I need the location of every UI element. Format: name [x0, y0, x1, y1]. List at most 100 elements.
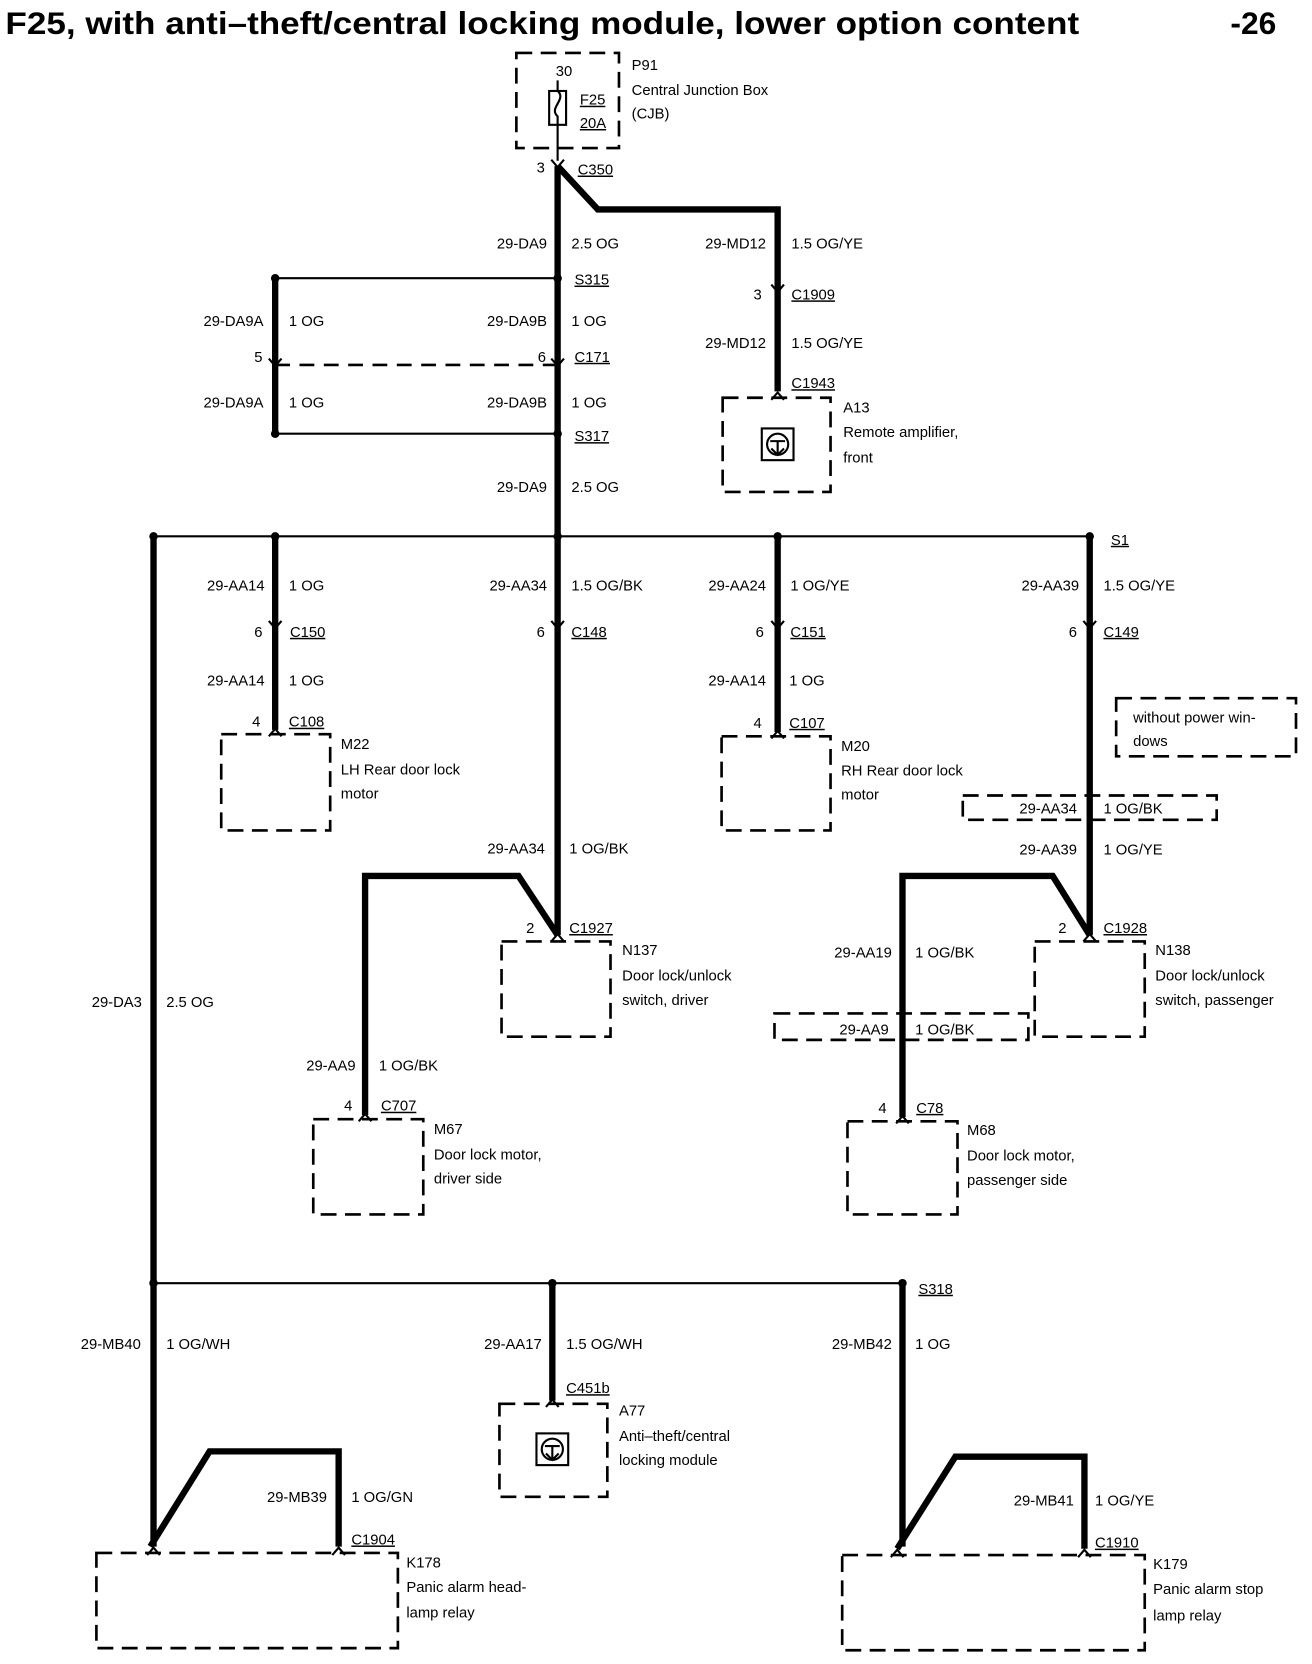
component-id: M68: [967, 1123, 996, 1139]
connector-name: C151: [790, 625, 825, 641]
fuse-element-icon: [553, 90, 562, 125]
wire-labels: 29-DA9 2.5 OG 29-MD12 1.5 OG/YE 29-DA9A …: [81, 237, 1175, 1510]
component-name: Anti–theft/central: [619, 1429, 730, 1445]
m67-outline: [311, 1117, 425, 1216]
component-name: lamp relay: [406, 1605, 475, 1621]
transistor-icon: [544, 1445, 560, 1462]
wire-spec-label: 2.5 OG: [571, 237, 619, 253]
connector-name: C150: [290, 625, 325, 641]
wire-circuit-label: 29-AA9: [306, 1059, 355, 1075]
splice-label: S1: [1111, 533, 1129, 549]
connector-pin-icon: [550, 357, 565, 368]
wire-circuit-label: 29-MB40: [81, 1337, 141, 1353]
wire-circuit-label: 29-MD12: [705, 237, 766, 253]
component-id: P91: [632, 58, 658, 74]
connector-name: C171: [575, 350, 610, 366]
wire-spec-label: 1 OG: [915, 1337, 950, 1353]
n138-outline: [1033, 940, 1147, 1039]
wire-spec-label: 1 OG: [789, 673, 824, 689]
wire-circuit-label: 29-AA39: [1022, 578, 1080, 594]
connector-pin-icon: [1082, 620, 1097, 630]
component-name: LH Rear door lock: [341, 762, 461, 778]
header: F25, with anti–theft/central locking mod…: [5, 5, 1276, 41]
wire-circuit-label: 29-AA9: [839, 1023, 888, 1039]
splice-label: S317: [575, 429, 610, 445]
connector-name: C1928: [1103, 921, 1147, 937]
wire-circuit-label: 29-MD12: [705, 336, 766, 352]
connector-pin-icon: [268, 620, 283, 630]
m20-outline: [720, 734, 832, 832]
component-labels: A13 Remote amplifier, front M22 LH Rear …: [341, 401, 1274, 1625]
connector-pin-label: 6: [756, 625, 764, 641]
connector-labels: 3 C350 5 6 C171 3 C1909 C1943 6 C150 6 C…: [252, 160, 1147, 1551]
wire-spec-label: 2.5 OG: [571, 480, 619, 496]
wire-spec-label: 1 OG/BK: [379, 1059, 438, 1075]
splice-dot: [270, 429, 280, 438]
p91-outline: [515, 51, 621, 150]
wire-circuit-label: 29-AA14: [207, 578, 265, 594]
splice-dot: [548, 1278, 557, 1288]
wire-29-mb39: [147, 1448, 342, 1549]
note-outline: [1114, 696, 1298, 758]
connector-pin-label: 4: [754, 716, 762, 732]
wire-circuit-label: 29-AA39: [1019, 843, 1077, 859]
n137-outline: [500, 940, 612, 1039]
wire-spec-label: 1.5 OG/BK: [571, 578, 643, 594]
amplifier-icon: [760, 427, 795, 462]
wire-29-aa9: [361, 872, 561, 1115]
connector-name: C108: [289, 715, 324, 731]
wire-spec-label: 1 OG/GN: [351, 1490, 413, 1506]
wire-circuit-label: 29-AA14: [708, 673, 766, 689]
wire-spec-label: 1 OG/BK: [1103, 801, 1162, 817]
wire-spec-label: 1 OG: [571, 395, 606, 411]
wire-spec-label: 1.5 OG/YE: [1103, 578, 1175, 594]
connector-name: C1927: [569, 921, 613, 937]
component-name: switch, passenger: [1155, 993, 1274, 1009]
wire-circuit-label: 29-DA9A: [203, 395, 263, 411]
wire-circuit-label: 29-DA9B: [487, 395, 547, 411]
connector-name: C1910: [1095, 1536, 1139, 1552]
connector-pin-label: 2: [526, 921, 534, 937]
fuse-rating: 20A: [580, 116, 606, 132]
component-name: passenger side: [967, 1173, 1067, 1189]
wire-circuit-label: 29-AA24: [708, 578, 766, 594]
component-name: switch, driver: [622, 993, 708, 1009]
m68-outline: [846, 1120, 959, 1216]
component-id: K179: [1153, 1557, 1188, 1573]
component-name: Door lock/unlock: [1155, 969, 1265, 985]
wire-spec-label: 1 OG/BK: [915, 945, 974, 961]
note-text: dows: [1133, 734, 1168, 750]
connector-pin-icon: [268, 357, 283, 368]
connector-name: C1909: [791, 287, 835, 303]
k179-outline: [840, 1553, 1147, 1652]
splice-dot: [1085, 532, 1094, 541]
wire-spec-label: 1 OG/YE: [1095, 1493, 1154, 1509]
connector-pin-icon: [770, 283, 785, 294]
connector-pin-label: 4: [344, 1099, 352, 1115]
component-name: Door lock motor,: [967, 1148, 1075, 1164]
wire-29-aa19: [899, 872, 1093, 1118]
page-number: -26: [1230, 5, 1276, 41]
splice-dot: [898, 1278, 907, 1288]
wire-spec-label: 1 OG/BK: [569, 842, 628, 858]
wire-circuit-label: 29-DA9: [497, 480, 547, 496]
splice-label: S318: [918, 1282, 953, 1298]
component-id: A13: [843, 401, 869, 417]
wire-spec-label: 2.5 OG: [166, 995, 214, 1011]
wire-spec-label: 1.5 OG/YE: [791, 336, 863, 352]
wire-spec-label: 1 OG: [289, 578, 324, 594]
wire-circuit-label: 29-DA9A: [203, 314, 263, 330]
wire-circuit-label: 29-MB39: [267, 1490, 327, 1506]
component-name: Remote amplifier,: [843, 425, 958, 441]
wire-circuit-label: 29-AA14: [207, 673, 265, 689]
wire-spec-label: 1 OG: [571, 314, 606, 330]
component-name: (CJB): [632, 106, 670, 122]
connector-name: C451b: [566, 1381, 610, 1397]
wire-circuit-label: 29-AA34: [1019, 801, 1077, 817]
component-name: Panic alarm head-: [406, 1580, 526, 1596]
wire-spec-label: 1.5 OG/YE: [791, 237, 863, 253]
component-id: N138: [1155, 943, 1190, 959]
component-name: RH Rear door lock: [841, 763, 963, 779]
component-name: locking module: [619, 1453, 718, 1469]
